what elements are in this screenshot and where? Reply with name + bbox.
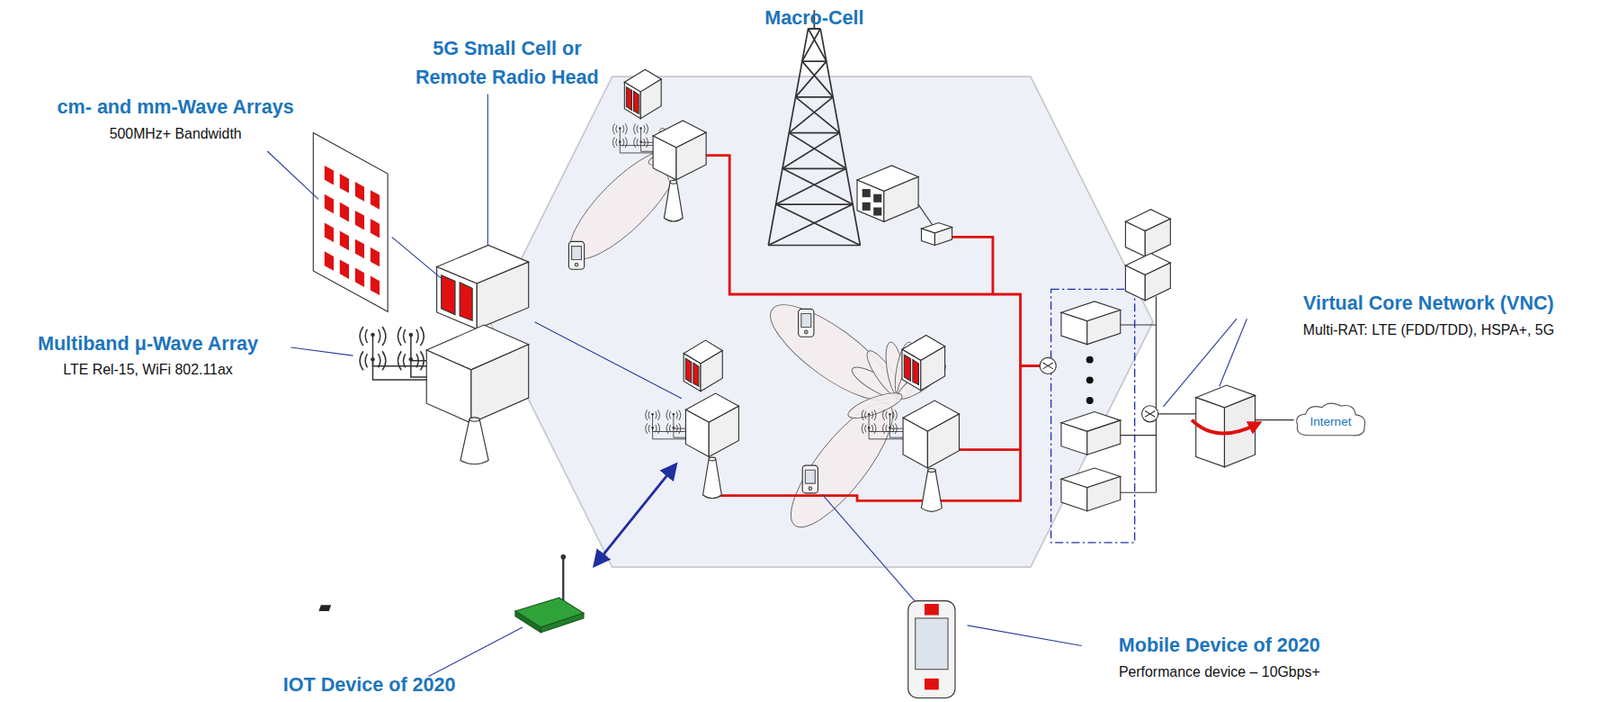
node-title: Virtual Core Network (VNC) [1303,288,1555,318]
callout-title: 5G Small Cell or Remote Radio Head [402,35,613,93]
cell-hexagon [490,76,1154,567]
right-small-cell [798,308,960,511]
macro-equipment [857,165,953,246]
server-shape [1196,383,1256,467]
callout-note: 500MHz+ Bandwidth [109,125,242,144]
node-label: Internet [1309,414,1351,430]
core-server: Virtual Core Network (VNC)Multi-RAT: LTE… [1196,383,1256,467]
internet-cloud: Internet [1294,401,1368,438]
callout-title: Macro-Cell [764,4,864,34]
iot-device [318,464,676,633]
node-note: Multi-RAT: LTE (FDD/TDD), HSPA+, 5G [1303,321,1555,340]
callout-note: LTE Rel-15, WiFi 802.11ax [62,359,233,378]
callout-title: cm- and mm-Wave Arrays [57,92,295,122]
callout-title: Mobile Device of 2020 [1118,631,1321,661]
connectors [1255,419,1295,421]
callout-title: IOT Device of 2020 [283,670,456,699]
top-small-cell [568,69,707,269]
callout-note: Performance device – 10Gbps+ [1118,661,1321,680]
beams [554,124,950,540]
mobile-device [908,600,956,698]
callout-title: Multiband μ-Wave Array [37,330,259,359]
macro-tower [768,9,860,245]
fiber-links [704,155,1041,501]
middle-small-cell [645,339,740,499]
connector [1255,419,1295,421]
core-network [1039,209,1199,543]
leader-lines [267,93,1247,676]
mm-wave-array-panel [312,133,388,313]
